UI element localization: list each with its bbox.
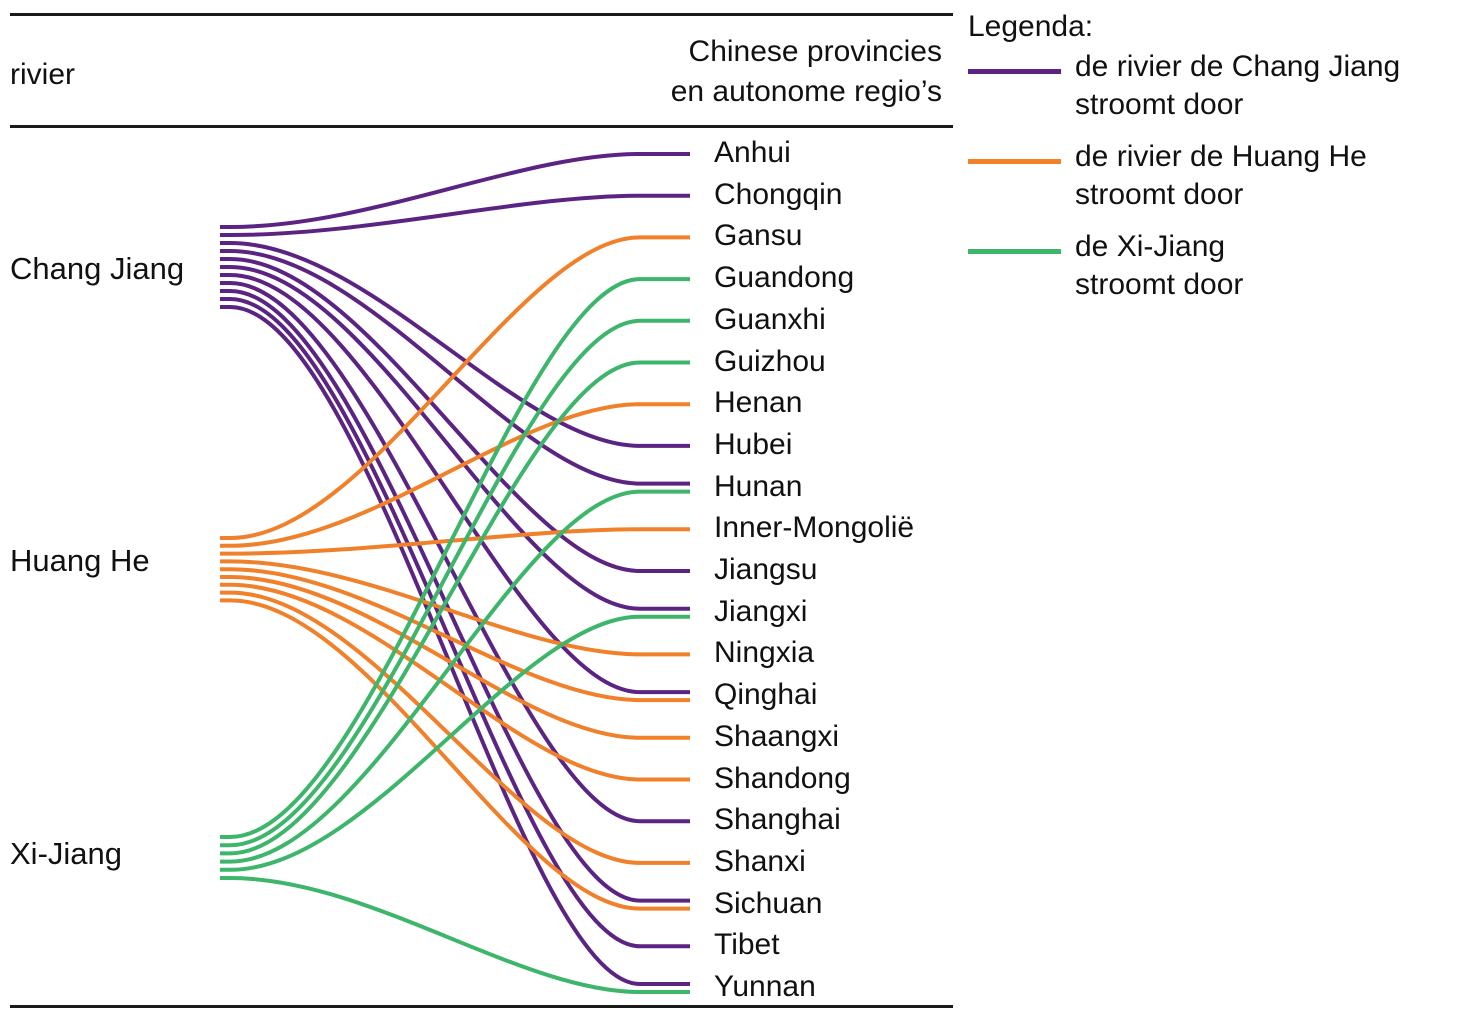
province-label: Yunnan [714,970,816,1003]
province-label: Sichuan [714,886,823,920]
legend-title: Legenda: [968,10,1094,43]
flow-line-chang_jiang [220,305,690,986]
province-label: Chongqin [714,177,843,211]
province-label: Shanghai [714,803,841,837]
legend-item-xi-jiang: de Xi-Jiang stroomt door [968,228,1243,318]
legend-line-swatch-purple [968,69,1061,74]
legend-item-huang-he: de rivier de Huang He stroomt door [968,138,1367,228]
province-label: Guanxhi [714,302,826,336]
province-label: Hubei [714,427,793,461]
province-label: Qinghai [714,678,818,712]
column-header-river: rivier [10,58,75,91]
flow-line-huang_he [220,582,690,782]
flow-line-chang_jiang [220,289,690,903]
legend: Legenda: de rivier de Chang Jiang stroom… [968,10,1400,318]
column-header-provinces: Chinese provincies en autonome regio’s [671,32,942,112]
province-label: Henan [714,386,803,420]
flow-line-huang_he [220,235,690,540]
province-label: Shandong [714,761,851,795]
river-label-chang-jiang: Chang Jiang [10,251,185,286]
column-header-provinces-line2: en autonome regio’s [670,75,942,108]
province-label: Guizhou [714,344,826,378]
flow-line-xi_jiang [220,277,690,839]
legend-line-swatch-green [968,249,1061,254]
flow-line-chang_jiang [220,265,690,611]
bottom-rule [10,1005,953,1008]
province-label: Shaangxi [714,719,840,753]
flow-line-xi_jiang [220,318,690,848]
province-label: Gansu [714,219,803,253]
flow-line-huang_he [220,567,690,703]
flow-line-xi_jiang [220,876,690,994]
flow-line-chang_jiang [220,281,690,824]
province-label: Ningxia [714,636,815,670]
flow-line-chang_jiang [220,257,690,573]
column-header-provinces-line1: Chinese provincies [688,35,942,68]
flow-line-chang_jiang [220,273,690,695]
province-label: Hunan [714,469,803,503]
flow-line-huang_he [220,527,690,556]
river-province-flow-lines [220,152,690,994]
legend-text: de rivier de Huang He stroomt door [1075,140,1367,211]
legend-text: de rivier de Chang Jiang stroomt door [1075,50,1401,121]
flow-line-xi_jiang [220,489,690,864]
flow-line-xi_jiang [220,614,690,872]
province-label: Shanxi [714,844,806,878]
flow-line-chang_jiang [220,152,690,229]
flow-line-chang_jiang [220,297,690,949]
river-label-huang-he: Huang He [10,543,150,578]
province-label: Guandong [714,261,855,295]
province-label: Jiangxi [714,594,808,628]
flow-line-huang_he [220,575,690,740]
flow-line-chang_jiang [220,193,690,237]
province-label: Jiangsu [714,553,818,586]
header-rule [10,125,953,128]
top-rule [10,13,953,16]
legend-line-swatch-orange [968,159,1061,164]
flow-line-huang_he [220,402,690,548]
river-label-xi-jiang: Xi-Jiang [10,836,122,871]
flow-line-huang_he [220,598,690,911]
flow-line-huang_he [220,590,690,865]
legend-item-chang-jiang: de rivier de Chang Jiang stroomt door [968,48,1400,138]
flow-line-chang_jiang [220,249,690,486]
flow-line-xi_jiang [220,360,690,856]
province-label: Anhui [714,136,791,169]
legend-text: de Xi-Jiang stroomt door [1075,230,1244,301]
flow-line-chang_jiang [220,241,690,448]
province-label: Inner-Mongolië [714,511,915,545]
province-label: Tibet [714,928,780,962]
